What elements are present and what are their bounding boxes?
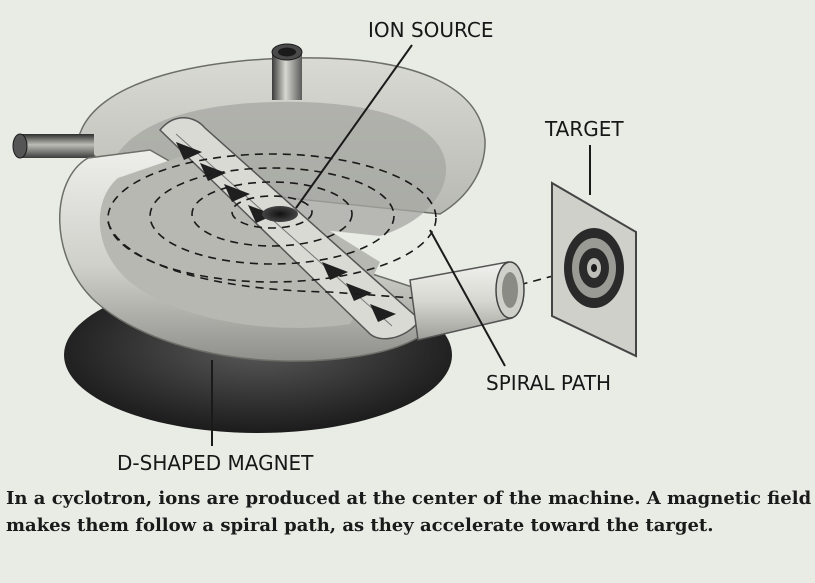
acceleration-gaps <box>176 142 396 322</box>
ion-source <box>262 206 298 222</box>
left-port-pipe <box>12 133 94 159</box>
target-label: TARGET <box>545 117 624 141</box>
target <box>551 181 637 358</box>
spiral-path-dashes <box>107 153 569 301</box>
spiral-path-label: SPIRAL PATH <box>486 371 612 395</box>
ion-source-label: ION SOURCE <box>368 18 494 42</box>
d-shaped-magnet-label: D-SHAPED MAGNET <box>117 451 314 475</box>
figure-caption: In a cyclotron, ions are produced at the… <box>6 488 812 536</box>
top-port-pipe <box>271 43 303 100</box>
exit-beam-tube <box>409 261 525 341</box>
leader-lines <box>211 44 591 446</box>
lower-dee-floor <box>99 150 380 328</box>
